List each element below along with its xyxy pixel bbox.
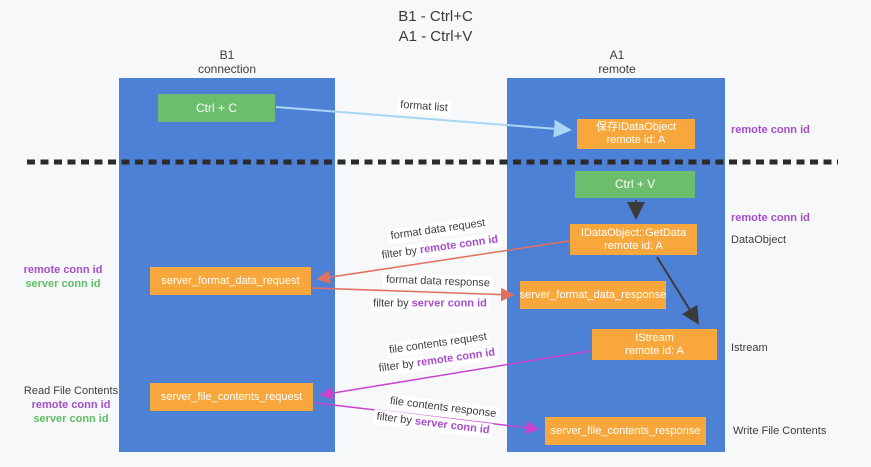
save-dataobject-line2: remote id: A (606, 134, 666, 146)
node-save-dataobject: 保存IDataObject remote id: A (577, 119, 695, 149)
label-filter-format-response: filter by server conn id (370, 296, 490, 312)
server-conn-id-text-2: server conn id (411, 297, 487, 310)
lane-header-a1: A1 remote (547, 48, 687, 76)
ctrl-c-label: Ctrl + C (195, 100, 237, 115)
save-dataobject-line1: 保存IDataObject (595, 121, 677, 133)
lane-b1-name: B1 (219, 48, 235, 62)
istream-line1: IStream (635, 331, 674, 344)
filter-by-text-2: filter by (373, 297, 409, 310)
lane-header-b1: B1 connection (157, 48, 297, 76)
istream-line2: remote id: A (625, 344, 684, 357)
label-left-remote-conn-id: remote conn id (23, 264, 103, 276)
node-server-file-contents-request: server_file_contents_request (150, 383, 313, 411)
node-server-format-data-response: server_format_data_response (520, 281, 666, 309)
node-server-format-data-request: server_format_data_request (150, 267, 311, 295)
label-left-server-conn-id: server conn id (25, 278, 101, 290)
filter-by-text-4: filter by (375, 410, 413, 427)
label-write-file-contents: Write File Contents (733, 425, 827, 437)
server-format-data-request-label: server_format_data_request (161, 274, 300, 287)
lane-b1-subtitle: connection (197, 62, 257, 76)
node-ctrl-c: Ctrl + C (158, 94, 275, 122)
diagram-title: B1 - Ctrl+C A1 - Ctrl+V (0, 7, 871, 47)
label-left-server-conn-id-2: server conn id (33, 413, 109, 425)
node-istream: IStream remote id: A (592, 329, 717, 360)
ctrl-v-label: Ctrl + V (614, 177, 656, 191)
getdata-line1: IDataObject::GetData (580, 226, 687, 239)
node-getdata: IDataObject::GetData remote id: A (570, 224, 697, 255)
label-left-remote-conn-id-2: remote conn id (31, 399, 111, 411)
label-format-data-response: format data response (382, 272, 494, 292)
server-format-data-response-label: server_format_data_response (519, 288, 667, 301)
label-read-file-contents: Read File Contents (23, 385, 119, 397)
diagram-title-line1: B1 - Ctrl+C (398, 8, 473, 25)
filter-by-text-3: filter by (377, 357, 415, 375)
lane-a1-subtitle: remote (598, 62, 636, 76)
getdata-line2: remote id: A (604, 239, 663, 252)
label-format-list: format list (396, 97, 452, 117)
lane-a1-name: A1 (609, 48, 625, 62)
node-server-file-contents-response: server_file_contents_response (545, 417, 706, 445)
label-read-file-contents-group: Read File Contents remote conn id server… (16, 384, 126, 426)
server-file-contents-response-label: server_file_contents_response (550, 424, 701, 437)
label-istream: Istream (731, 342, 768, 354)
diagram-title-line2: A1 - Ctrl+V (398, 28, 473, 45)
label-left-conn-ids: remote conn id server conn id (8, 263, 118, 291)
label-remote-conn-id-mid: remote conn id (731, 212, 810, 224)
filter-by-text-1: filter by (380, 244, 418, 262)
server-file-contents-request-label: server_file_contents_request (160, 390, 303, 403)
label-remote-conn-id-top: remote conn id (731, 124, 810, 136)
label-dataobject: DataObject (731, 234, 787, 246)
node-ctrl-v: Ctrl + V (575, 171, 695, 198)
